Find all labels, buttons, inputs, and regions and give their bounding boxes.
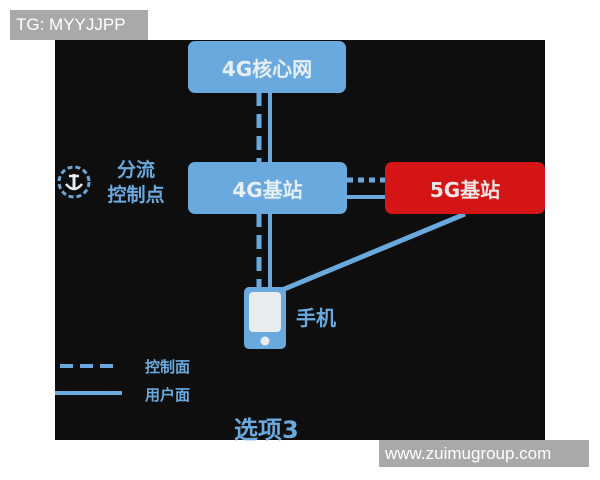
node-4g-base-station: 4G基站 (188, 162, 347, 214)
caption: 选项3 (234, 416, 299, 444)
split-point-line1: 分流 (116, 159, 155, 181)
user-line-5g-phone (281, 211, 466, 293)
diagram-panel (55, 40, 545, 440)
legend-user-plane-label: 用户面 (145, 386, 191, 404)
node-4g-core: 4G核心网 (188, 41, 346, 93)
legend-control-plane-label: 控制面 (145, 358, 191, 376)
phone-icon (244, 287, 286, 349)
watermark-bottom: www.zuimugroup.com (379, 440, 589, 467)
anchor-icon (57, 165, 91, 199)
phone-label: 手机 (296, 306, 336, 330)
split-point-label: 分流 控制点 (100, 158, 172, 208)
split-point-line2: 控制点 (107, 184, 165, 206)
watermark-top: TG: MYYJJPP (10, 10, 148, 40)
node-5g-base-station: 5G基站 (385, 162, 545, 214)
